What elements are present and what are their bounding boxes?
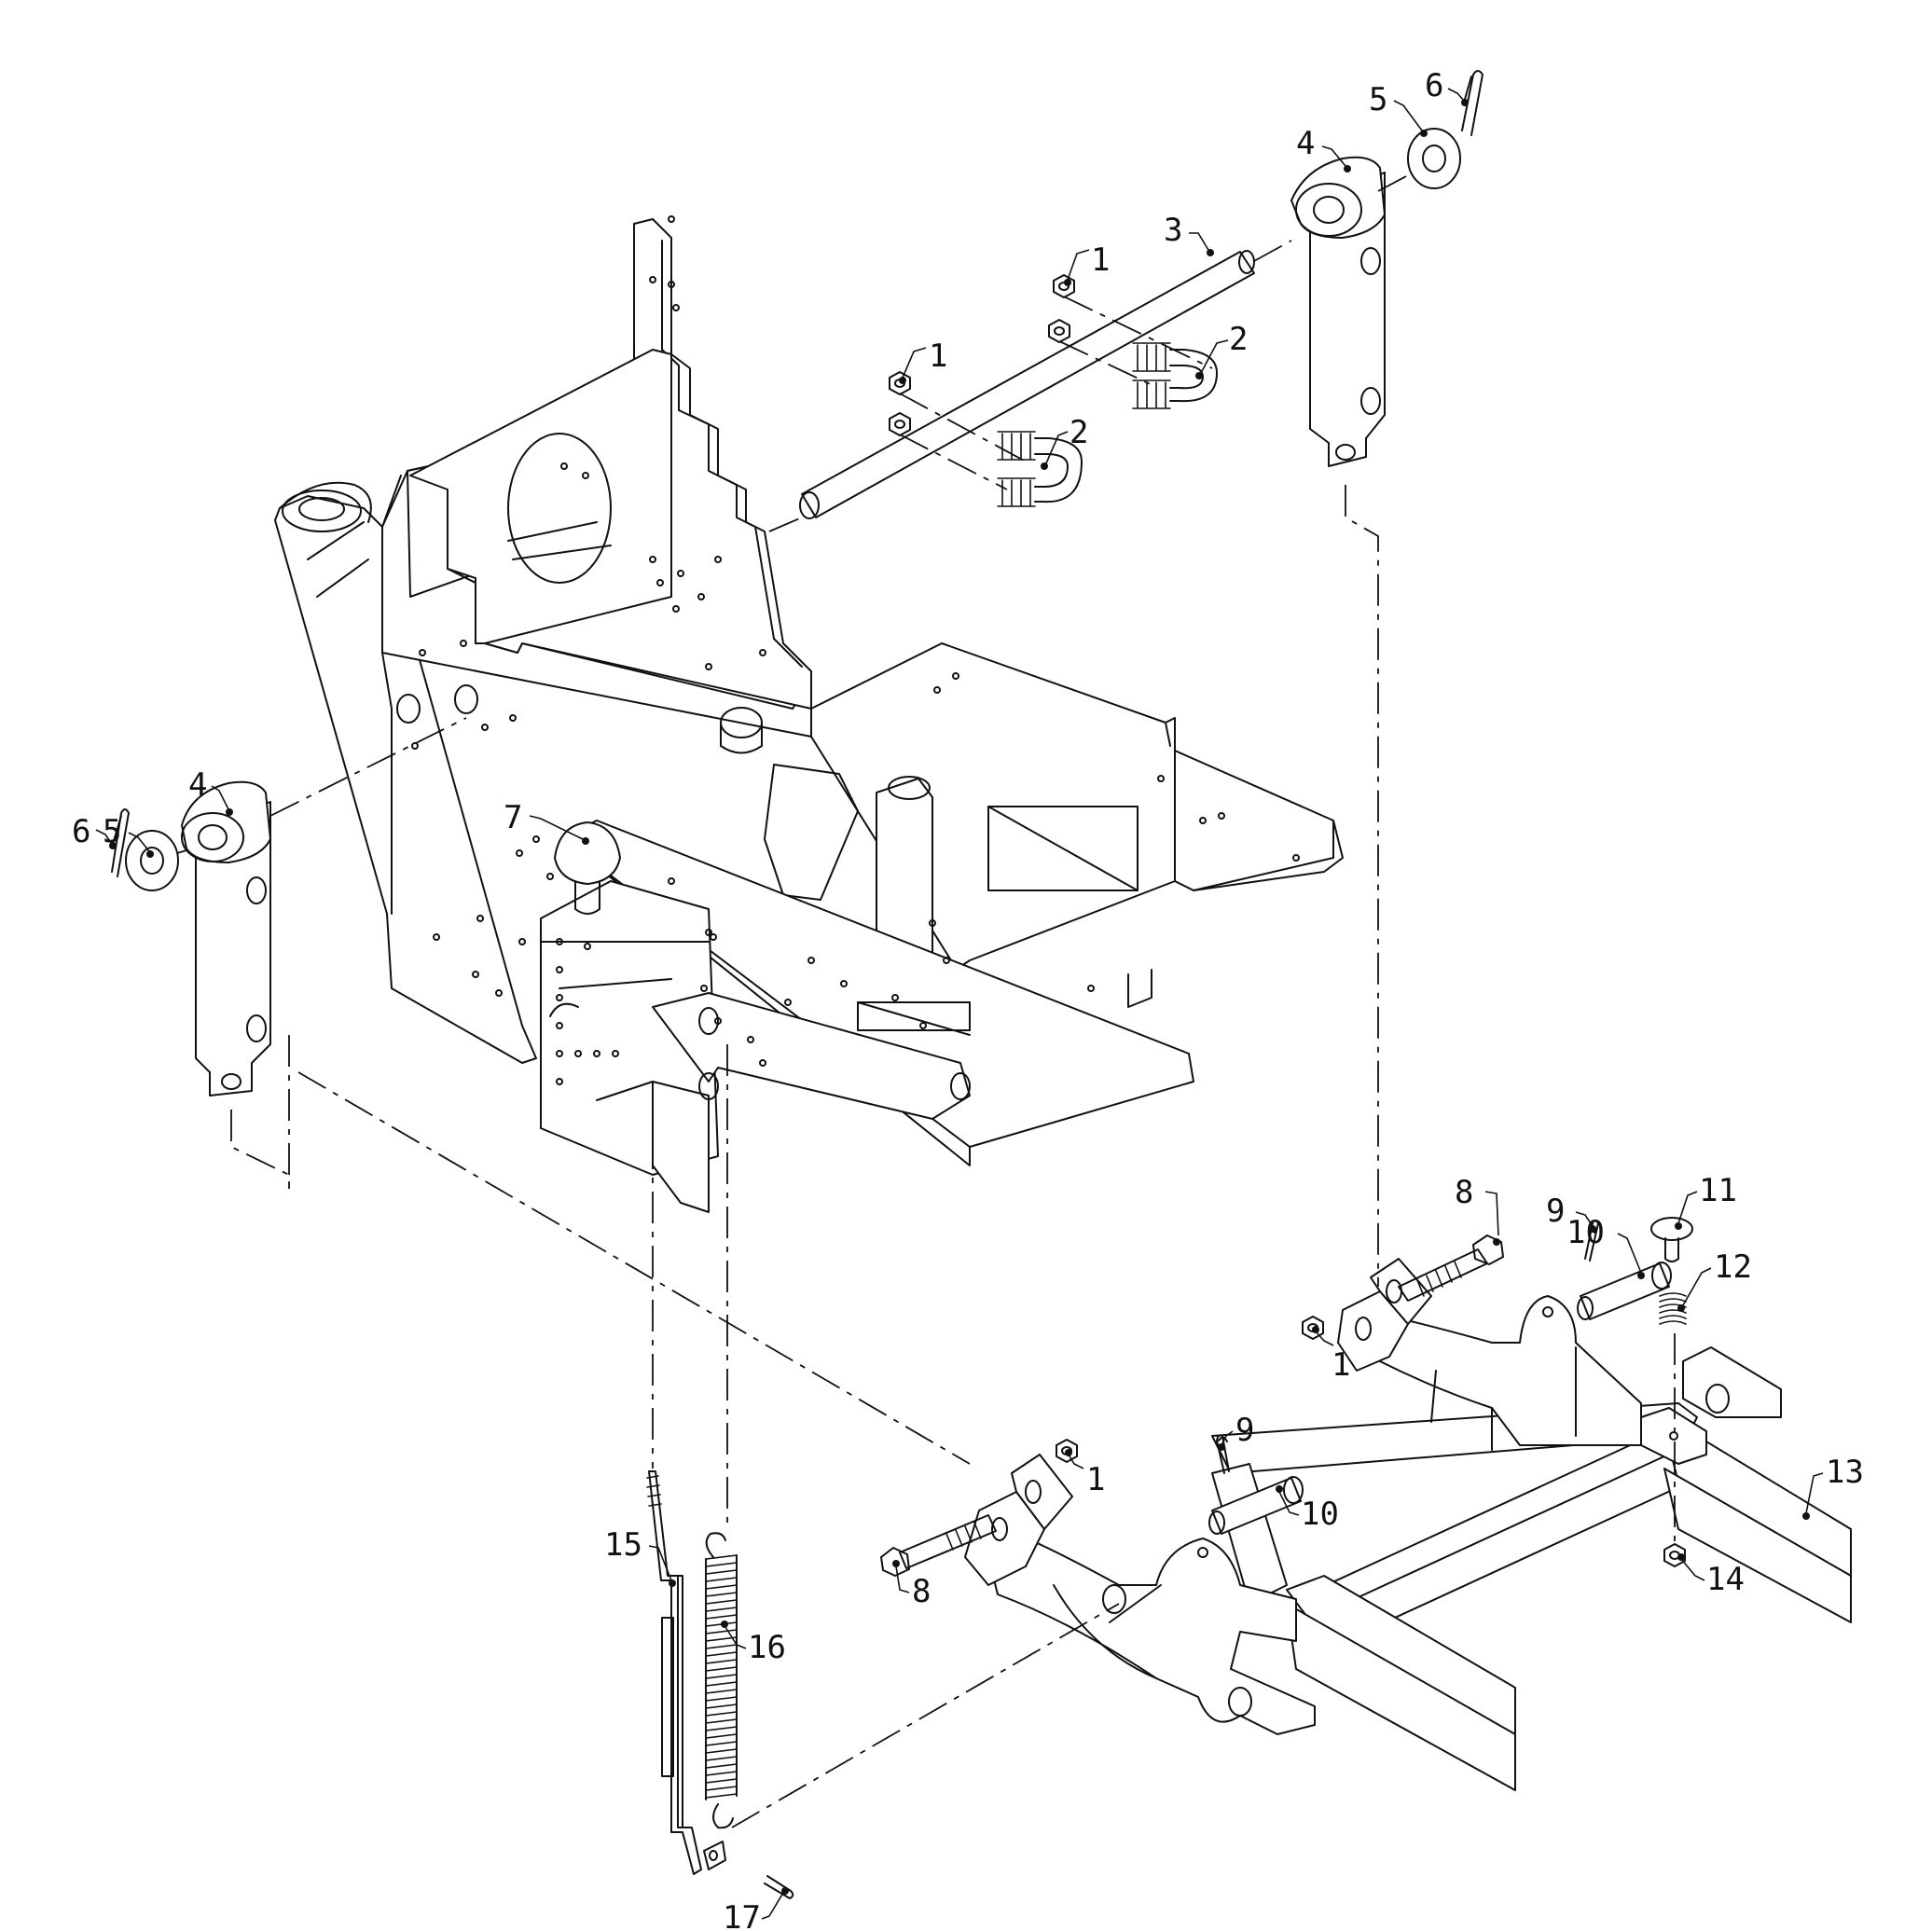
callout-9: 9 (1546, 1193, 1565, 1230)
callout-16: 16 (748, 1629, 786, 1666)
u-bolt-right (1132, 342, 1218, 409)
lift-frame (964, 1258, 1852, 1791)
knob (554, 821, 621, 915)
callout-6: 6 (1425, 67, 1443, 104)
callout-9: 9 (1235, 1412, 1254, 1449)
callout-17: 17 (723, 1899, 761, 1931)
hairpin-cotter (764, 1875, 794, 1899)
callout-11: 11 (1699, 1172, 1737, 1209)
extension-spring (705, 1532, 738, 1829)
callout-1: 1 (1086, 1461, 1105, 1498)
clip-pin-lower (1216, 1434, 1230, 1474)
shaft (799, 250, 1255, 519)
cotter-pin-right (1461, 70, 1484, 136)
compression-spring (1659, 1292, 1687, 1325)
bolt-upper (1398, 1234, 1504, 1302)
pivot-bushing-left (181, 780, 271, 1097)
callout-2: 2 (1070, 414, 1088, 451)
callout-15: 15 (604, 1526, 642, 1564)
callout-8: 8 (912, 1573, 931, 1610)
adjust-knob (1650, 1217, 1693, 1262)
callout-12: 12 (1714, 1248, 1752, 1286)
callout-1: 1 (1332, 1346, 1350, 1384)
washer-left (125, 830, 179, 891)
main-frame (274, 215, 1344, 1213)
callout-8: 8 (1455, 1174, 1473, 1211)
assembly-centerlines (176, 174, 1676, 1828)
callout-leaders (95, 88, 1824, 1920)
washer-right (1407, 128, 1461, 189)
callout-4: 4 (188, 766, 207, 804)
nut-upper-right (1048, 274, 1075, 343)
cotter-pin-left (111, 808, 130, 877)
callout-5: 5 (103, 813, 121, 850)
pivot-bushing-right (1290, 156, 1386, 467)
callout-4: 4 (1296, 125, 1315, 162)
callout-10: 10 (1301, 1496, 1339, 1533)
callout-7: 7 (504, 799, 522, 836)
clip-pin-upper (1584, 1220, 1599, 1262)
callout-10: 10 (1566, 1214, 1605, 1251)
callout-13: 13 (1826, 1454, 1864, 1491)
callout-1: 1 (929, 338, 947, 375)
callout-2: 2 (1229, 321, 1248, 358)
callout-1: 1 (1091, 241, 1110, 279)
u-bolt-left (997, 431, 1083, 507)
clevis-pin-upper (1577, 1262, 1672, 1320)
callout-5: 5 (1369, 81, 1387, 118)
callout-numbers: 1 1 1 1 2 2 3 4 4 5 5 6 6 7 8 8 9 9 10 1… (72, 67, 1864, 1931)
bolt-lower (880, 1514, 997, 1577)
callout-6: 6 (72, 813, 90, 850)
callout-14: 14 (1706, 1561, 1745, 1598)
callout-3: 3 (1164, 212, 1182, 249)
